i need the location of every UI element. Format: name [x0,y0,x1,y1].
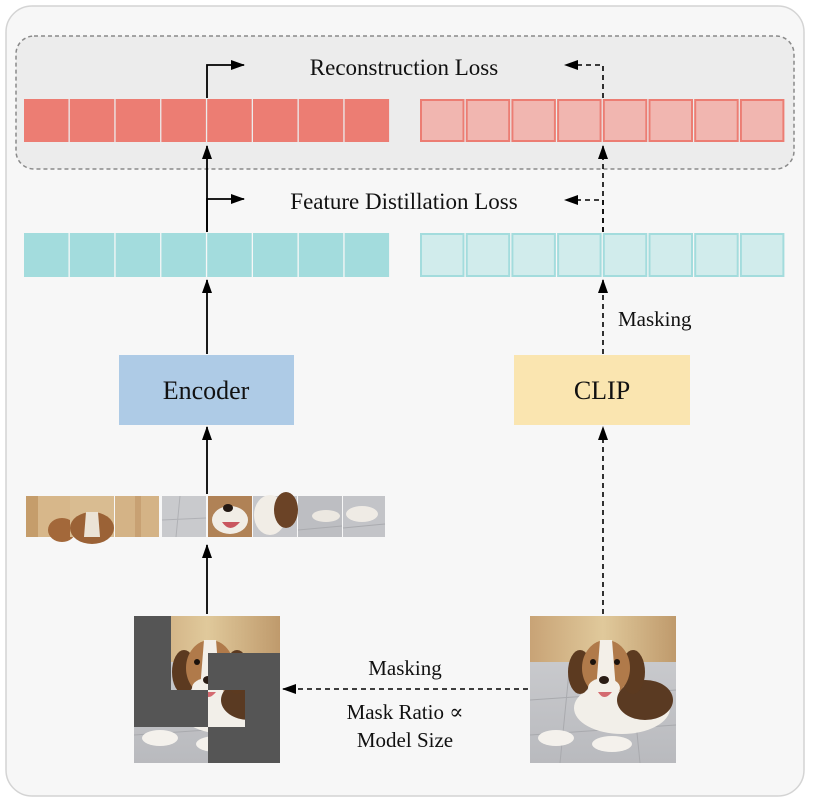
masking-label-bottom: Masking [368,656,442,680]
recon-token-7 [298,99,344,142]
reconstruction-clip-tokens [420,99,785,142]
encoder-feature-tokens [24,233,390,277]
clip-box [514,355,690,425]
encoder-label: Encoder [163,376,250,405]
clip-feature-token-7 [694,233,739,277]
patch-token-8 [342,496,386,537]
recon-token-2 [69,99,115,142]
recon-clip-token-6 [648,99,693,142]
clip-label: CLIP [574,376,630,405]
recon-token-4 [161,99,206,142]
patch-token-1 [26,496,76,542]
feature-token-5 [207,233,252,277]
recon-clip-token-3 [511,99,556,142]
mask-ratio-label: Mask Ratio ∝ [347,700,464,724]
feature-token-6 [253,233,298,277]
recon-token-6 [253,99,298,142]
clip-feature-token-3 [511,233,556,277]
outer-panel [5,5,805,797]
clip-feature-token-8 [739,233,785,277]
clip-feature-token-6 [648,233,693,277]
recon-token-1 [24,99,69,142]
recon-clip-token-5 [602,99,648,142]
reconstruction-loss-label: Reconstruction Loss [310,55,498,80]
clip-feature-token-1 [420,233,465,277]
recon-clip-token-7 [694,99,739,142]
feature-token-1 [24,233,69,277]
patch-token-6 [253,492,298,537]
recon-token-5 [207,99,252,142]
clip-feature-token-5 [602,233,648,277]
reconstruction-target-tokens [24,99,390,142]
patch-token-4 [161,495,207,538]
clip-feature-tokens [420,233,785,277]
clip-feature-token-2 [465,233,511,277]
recon-token-8 [344,99,390,142]
encoder-path-arrows [202,60,245,614]
input-dog-image [530,616,676,763]
recon-token-3 [115,99,161,142]
feature-token-4 [161,233,206,277]
feature-token-7 [298,233,344,277]
visible-patch-tokens [26,492,386,544]
patch-token-5 [208,496,252,537]
recon-clip-token-1 [420,99,465,142]
feature-token-8 [344,233,390,277]
recon-clip-token-8 [739,99,785,142]
masked-dog-image [134,616,280,763]
recon-clip-token-2 [465,99,511,142]
clip-path-arrows [282,60,608,694]
patch-token-3 [115,496,159,537]
patch-token-7 [297,496,343,537]
patch-token-2 [70,496,114,544]
feature-distillation-loss-label: Feature Distillation Loss [290,189,517,214]
recon-clip-token-4 [557,99,602,142]
clip-feature-token-4 [557,233,602,277]
feature-token-2 [69,233,115,277]
encoder-box [119,355,294,425]
feature-token-3 [115,233,161,277]
model-size-label: Model Size [357,728,453,752]
masking-label-top: Masking [618,307,692,331]
